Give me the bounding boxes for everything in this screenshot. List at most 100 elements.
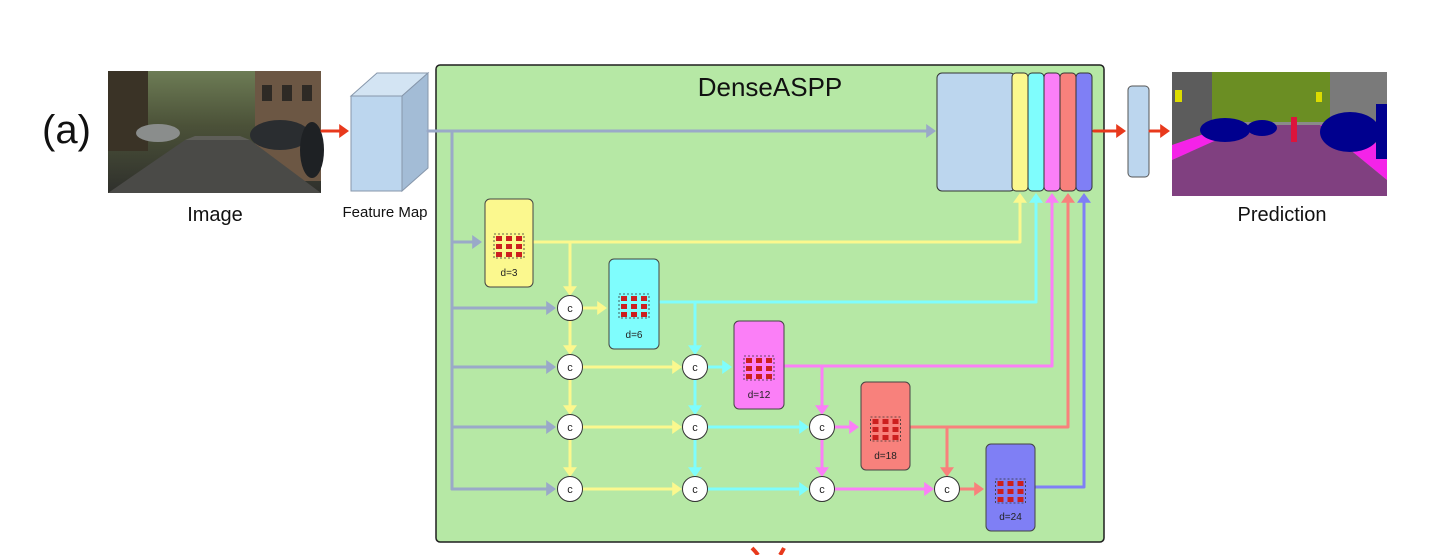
layer-rect: [733, 320, 785, 410]
arrow-image-to-feature: [339, 124, 349, 138]
concat-node: c: [934, 476, 960, 502]
kernel-dot: [631, 312, 637, 317]
concat-circle: [557, 354, 583, 380]
kernel-dot: [631, 304, 637, 309]
input-branch-row-4-head: [546, 482, 556, 496]
kernel-grid: [743, 355, 775, 381]
row3-seg1-head: [672, 420, 682, 434]
layer-dilation-label: d=24: [999, 512, 1022, 523]
kernel-dot: [766, 366, 772, 371]
concat-node: c: [809, 414, 835, 440]
concat-symbol: c: [567, 484, 573, 496]
layer-output-d6: [659, 201, 1038, 304]
kernel-dot: [1007, 481, 1014, 486]
concat-symbol: c: [692, 422, 698, 434]
concat-circle: [809, 476, 835, 502]
output-slice-d3: [1011, 72, 1029, 192]
panel-label: (a): [42, 108, 91, 152]
layer-block-d18: d=18: [860, 381, 911, 471]
concat-circle: [682, 414, 708, 440]
kernel-dot: [631, 296, 637, 301]
kernel-grid: [618, 293, 650, 319]
kernel-dot: [882, 427, 889, 432]
layer-rect: [860, 381, 911, 471]
kernel-dot: [1017, 481, 1024, 486]
d3-down-head-1: [563, 286, 577, 296]
layer-rect: [484, 198, 534, 288]
layer-output-d24: [1035, 201, 1086, 489]
kernel-dot: [496, 252, 502, 257]
input-branch-row-3-head: [546, 420, 556, 434]
continuation-mark-left: [750, 546, 760, 555]
kernel-dot: [756, 358, 762, 363]
layer-dilation-label: d=12: [748, 390, 771, 401]
concat-symbol: c: [819, 484, 825, 496]
kernel-dot: [756, 374, 762, 379]
continuation-mark-right: [778, 547, 786, 555]
kernel-dot: [506, 252, 512, 257]
d3-down-head-4: [563, 467, 577, 477]
layer-dilation-label: d=6: [626, 330, 643, 341]
d18-down-head-1: [940, 467, 954, 477]
concat-circle: [934, 476, 960, 502]
kernel-dot: [872, 435, 879, 440]
kernel-dot: [496, 236, 502, 241]
concat-symbol: c: [567, 422, 573, 434]
row3-to-d18-head: [849, 420, 859, 434]
concat-node: c: [557, 414, 583, 440]
arrow-stack-to-classifier: [1116, 124, 1126, 138]
input-branch-d3-head: [472, 235, 482, 249]
kernel-dot: [997, 497, 1004, 502]
layer-block-d6: d=6: [608, 258, 660, 350]
kernel-grid: [870, 416, 901, 442]
kernel-dot: [756, 366, 762, 371]
concat-output-stack: [936, 72, 1093, 192]
d6-down-head-3: [688, 467, 702, 477]
d12-down-head-1: [815, 405, 829, 415]
kernel-dot: [892, 419, 899, 424]
concat-node: c: [682, 476, 708, 502]
d6-down-head-2: [688, 405, 702, 415]
layer-output-head-d3: [1013, 193, 1027, 203]
concat-circle: [809, 414, 835, 440]
kernel-dot: [746, 374, 752, 379]
d12-down-head-2: [815, 467, 829, 477]
layer-rect: [985, 443, 1036, 532]
kernel-dot: [1007, 489, 1014, 494]
classifier-box: [1127, 85, 1150, 178]
kernel-dot: [997, 489, 1004, 494]
kernel-dot: [516, 244, 522, 249]
connection-flows: [320, 124, 1170, 496]
kernel-dot: [621, 304, 627, 309]
kernel-dot: [506, 236, 512, 241]
d3-down-head-2: [563, 345, 577, 355]
row4-seg3-head: [924, 482, 934, 496]
kernel-dot: [746, 358, 752, 363]
layer-dilation-label: d=18: [874, 451, 897, 462]
layer-block-d12: d=12: [733, 320, 785, 410]
layer-block-d3: d=3: [484, 198, 534, 288]
concat-symbol: c: [692, 484, 698, 496]
module-title: DenseASPP: [697, 72, 843, 102]
output-slice-d18: [1059, 72, 1077, 192]
input-branch-row-2-head: [546, 360, 556, 374]
atrous-layers: d=3 d=6 d=12 d=18 d=24: [484, 198, 1036, 532]
kernel-dot: [621, 312, 627, 317]
kernel-dot: [882, 419, 889, 424]
row2-to-d12-head: [722, 360, 732, 374]
concat-circle: [682, 354, 708, 380]
layer-output-head-d6: [1029, 193, 1043, 203]
layer-output-head-d12: [1045, 193, 1059, 203]
arrow-classifier-to-prediction: [1160, 124, 1170, 138]
prediction-image: [1172, 72, 1387, 196]
layer-output-head-d18: [1061, 193, 1075, 203]
row4-seg1-head: [672, 482, 682, 496]
kernel-dot: [516, 236, 522, 241]
concat-node: c: [809, 476, 835, 502]
kernel-dot: [997, 481, 1004, 486]
kernel-dot: [641, 312, 647, 317]
row1-to-d6-head: [597, 301, 607, 315]
concat-node: c: [557, 295, 583, 321]
